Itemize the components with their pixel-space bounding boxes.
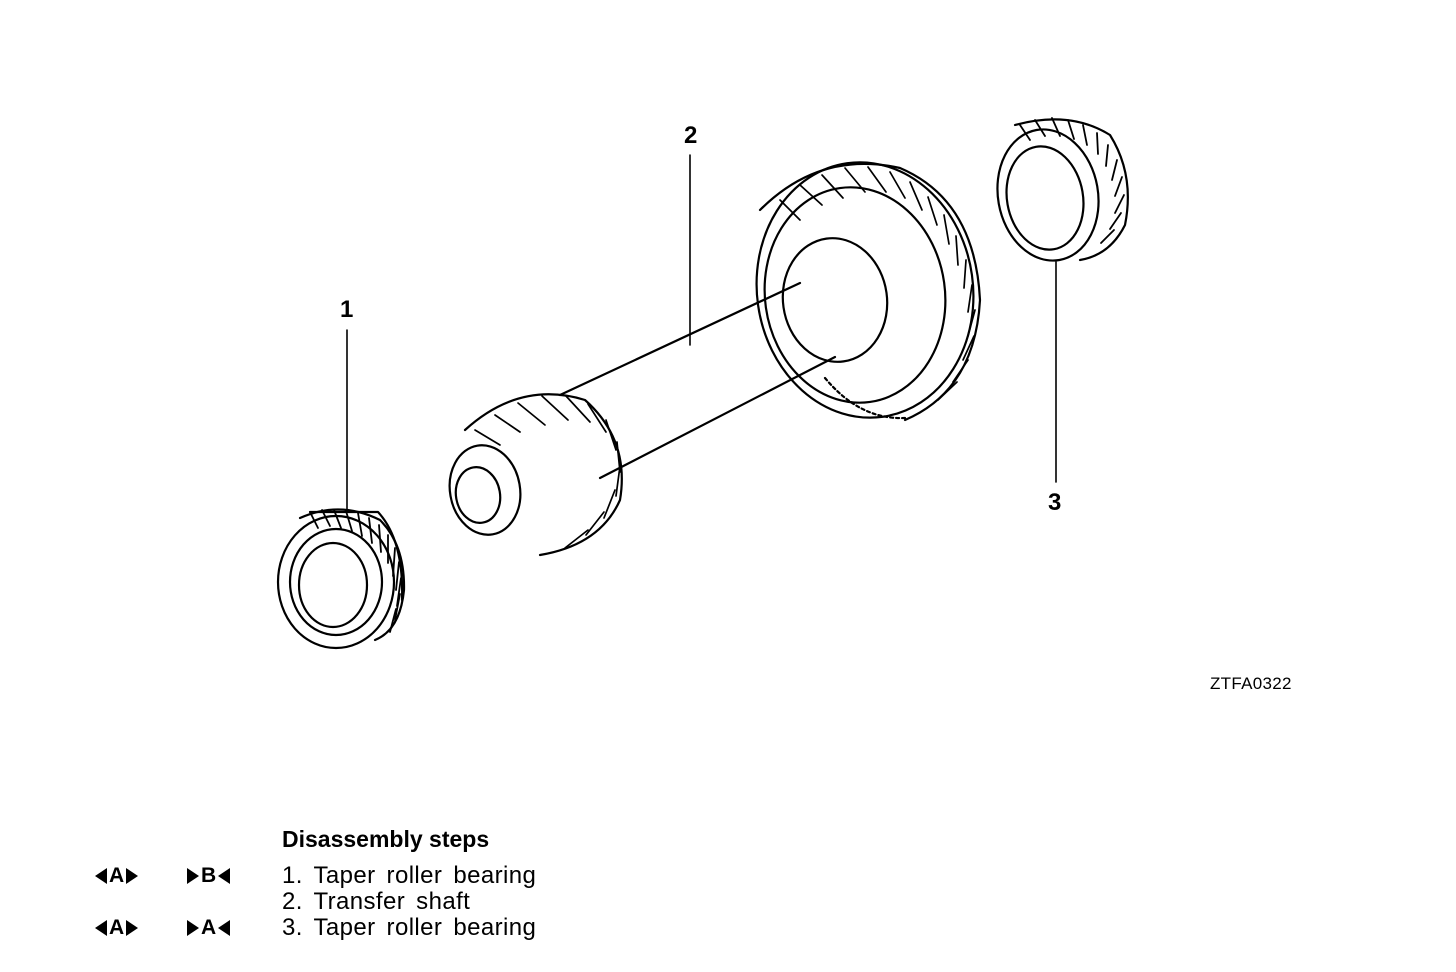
removal-mark-icon: A [95,916,139,940]
callout-1: 1 [340,296,354,323]
steps-title: Disassembly steps [282,826,490,852]
step-row-1: A B 1. Taper roller bearing [95,862,695,889]
step-text: 1. Taper roller bearing [282,862,537,889]
removal-mark-icon: A [95,864,139,888]
callout-2: 2 [684,122,698,149]
callout-3: 3 [1048,489,1062,516]
taper-roller-bearing-3 [996,117,1129,262]
step-row-2: 2. Transfer shaft [95,888,695,915]
taper-roller-bearing-1 [276,508,406,650]
installation-mark-icon: A [187,916,231,940]
step-text: 2. Transfer shaft [282,888,471,915]
transfer-shaft [448,161,982,557]
step-row-3: A A 3. Taper roller bearing [95,914,695,941]
installation-mark-icon: B [187,864,231,888]
figure-code: ZTFA0322 [1210,674,1292,693]
step-text: 3. Taper roller bearing [282,914,537,941]
